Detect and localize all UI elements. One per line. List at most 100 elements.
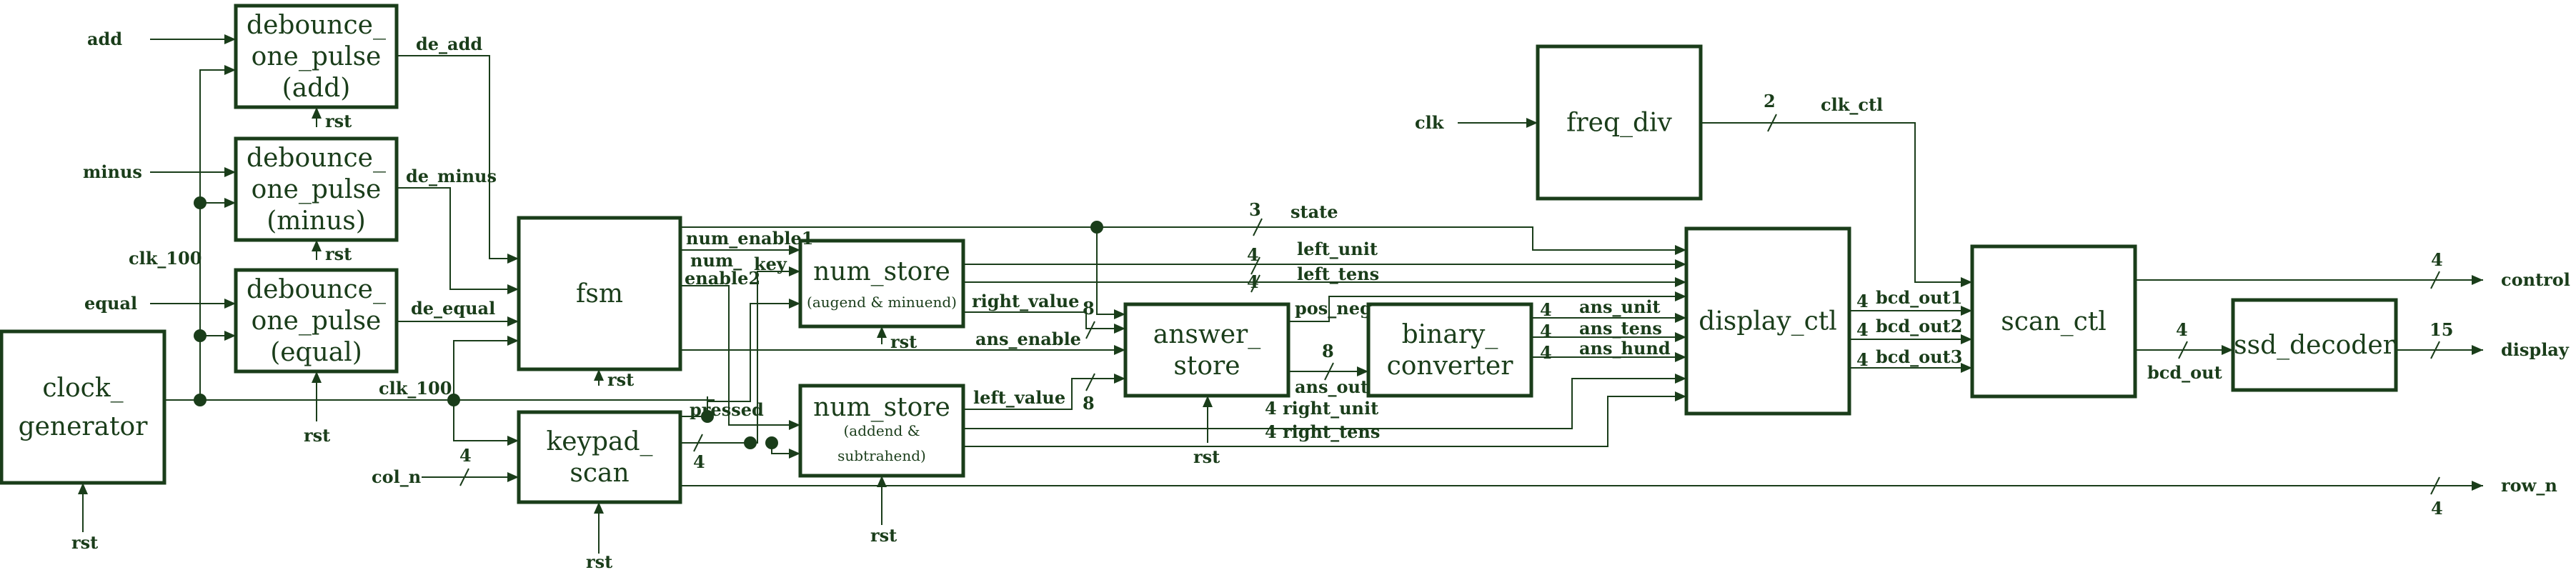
answer-store-block-label-1: store	[1173, 351, 1240, 381]
equal-wire-arrowhead	[224, 299, 236, 309]
rst-deb-equal-label: rst	[304, 425, 330, 446]
binary-converter-block-box	[1366, 302, 1533, 398]
binary-converter-block-label-1: converter	[1387, 351, 1514, 381]
display-label: display	[2501, 339, 2570, 360]
num-enable2-wire-arrowhead	[789, 420, 800, 430]
binary-converter-block-label-0: binary_	[1402, 320, 1498, 349]
row-n-label: row_n	[2501, 475, 2557, 496]
right-unit-wire-arrowhead	[1675, 374, 1686, 384]
num-enable2-wire	[680, 285, 800, 426]
clock-generator-block-label-0: clock_	[42, 374, 123, 403]
rst-answer-label: rst	[1193, 446, 1220, 467]
clk100-to-keypad	[453, 400, 519, 441]
key-wire-arrowhead	[789, 266, 800, 276]
left-unit-label: left_unit	[1297, 239, 1378, 259]
ans-tens-label: ans_tens	[1579, 318, 1662, 339]
left-tens-width: 4	[1247, 271, 1259, 292]
ans-out-width: 8	[1322, 341, 1334, 361]
num-store-bot-subtitle-1: subtrahend)	[837, 447, 926, 464]
rst-deb-minus-arrowhead	[312, 240, 322, 251]
control-label: control	[2501, 269, 2570, 290]
ans-tens-width: 4	[1540, 321, 1552, 341]
debounce-equal-block-label-1: one_pulse	[252, 306, 382, 336]
num-enable2-label-a: num_	[690, 250, 742, 271]
left-unit-slash	[1250, 256, 1260, 275]
debounce-add-block-label-0: debounce_	[247, 11, 386, 40]
col-n-slash	[459, 468, 469, 486]
ans-hund-wire-arrowhead	[1675, 352, 1686, 362]
key-label: key	[754, 254, 787, 274]
de-equal-wire-arrowhead	[507, 316, 519, 326]
key-wire	[680, 271, 800, 444]
clk-ctl-width: 2	[1764, 91, 1776, 111]
clk-wire-arrowhead	[1526, 118, 1538, 128]
display-ctl-block-box	[1684, 226, 1851, 416]
pos-neg-wire-arrowhead	[1675, 291, 1686, 301]
ans-tens-wire-arrowhead	[1675, 332, 1686, 342]
clk100-trunk-arrowhead	[224, 65, 236, 75]
right-value-wire	[963, 311, 1125, 329]
state-width: 3	[1249, 199, 1261, 220]
display-width: 15	[2430, 319, 2453, 340]
ans-hund-label: ans_hund	[1579, 338, 1671, 359]
row-n-slash	[2430, 476, 2440, 495]
right-tens-wire-arrowhead	[1675, 391, 1686, 401]
bcd-out-label: bcd_out	[2147, 362, 2222, 383]
pos-neg-wire	[1288, 296, 1686, 322]
de-minus-wire	[397, 187, 519, 290]
keypad-scan-block-box	[517, 410, 682, 504]
de-minus-wire-arrowhead	[507, 284, 519, 294]
left-value-width: 8	[1083, 393, 1095, 414]
de-add-label: de_add	[416, 34, 482, 54]
clk100-trunk	[164, 69, 236, 401]
state-label: state	[1291, 201, 1338, 222]
keypad-row-wire-arrowhead	[2472, 481, 2483, 491]
add-wire-arrowhead	[224, 34, 236, 44]
left-value-wire-arrowhead	[1114, 374, 1125, 384]
clock-generator-block-label-1: generator	[19, 412, 149, 441]
de-add-wire	[397, 55, 519, 259]
debounce-minus-block: debounce_one_pulse(minus)	[234, 136, 399, 242]
left-tens-slash	[1250, 274, 1260, 293]
ans-enable-label: ans_enable	[975, 329, 1081, 349]
debounce-minus-block-label-0: debounce_	[247, 144, 386, 173]
freq-div-block: freq_div	[1536, 44, 1703, 201]
num-store-bot-block: num_store	[798, 384, 965, 478]
rst-answer-arrowhead	[1203, 396, 1213, 407]
scan-ctl-block-box	[1970, 244, 2137, 399]
bcd-out1-label: bcd_out1	[1876, 287, 1962, 308]
rst-clockgen-label: rst	[71, 532, 98, 553]
clk100-mid-label: clk_100	[379, 378, 452, 399]
rst-deb-add-arrowhead	[312, 107, 322, 119]
de-add-wire-arrowhead	[507, 254, 519, 264]
pressed-wire-arrowhead	[789, 299, 800, 309]
display-wire-arrowhead	[2472, 345, 2483, 355]
fsm-block-box	[517, 216, 682, 371]
control-wire-arrowhead	[2472, 275, 2483, 285]
left-value-label: left_value	[973, 387, 1065, 408]
binary-converter-block: binary_converter	[1366, 302, 1533, 398]
rst-numbot-label: rst	[870, 525, 897, 546]
bcd-out3-label: bcd_out3	[1876, 346, 1962, 367]
add-label: add	[87, 29, 122, 49]
rst-deb-equal-arrowhead	[312, 371, 322, 383]
row-n-width: 4	[2431, 498, 2443, 519]
num-enable2-label-b: enable2	[685, 268, 760, 289]
pressed-label: pressed	[690, 399, 764, 420]
debounce-add-block-box	[234, 4, 399, 109]
control-width: 4	[2431, 249, 2443, 270]
ans-out-label: ans_out	[1295, 376, 1368, 397]
key-dot-1	[744, 436, 757, 449]
debounce-add-block-label-2: (add)	[282, 74, 351, 103]
de-equal-label: de_equal	[411, 298, 495, 319]
ssd-decoder-block-box	[2231, 298, 2398, 392]
keypad-scan-block-label-0: keypad_	[546, 427, 652, 456]
bcd-out3-width: 4	[1856, 349, 1869, 370]
ans-out-slash	[1324, 362, 1334, 381]
debounce-equal-block-label-2: (equal)	[270, 338, 362, 367]
num-store-top-block-label-0: num_store	[813, 257, 950, 286]
rst-fsm-arrowhead	[594, 369, 604, 381]
state-to-answer-arrowhead	[1114, 309, 1125, 319]
state-to-answer	[1096, 227, 1125, 315]
